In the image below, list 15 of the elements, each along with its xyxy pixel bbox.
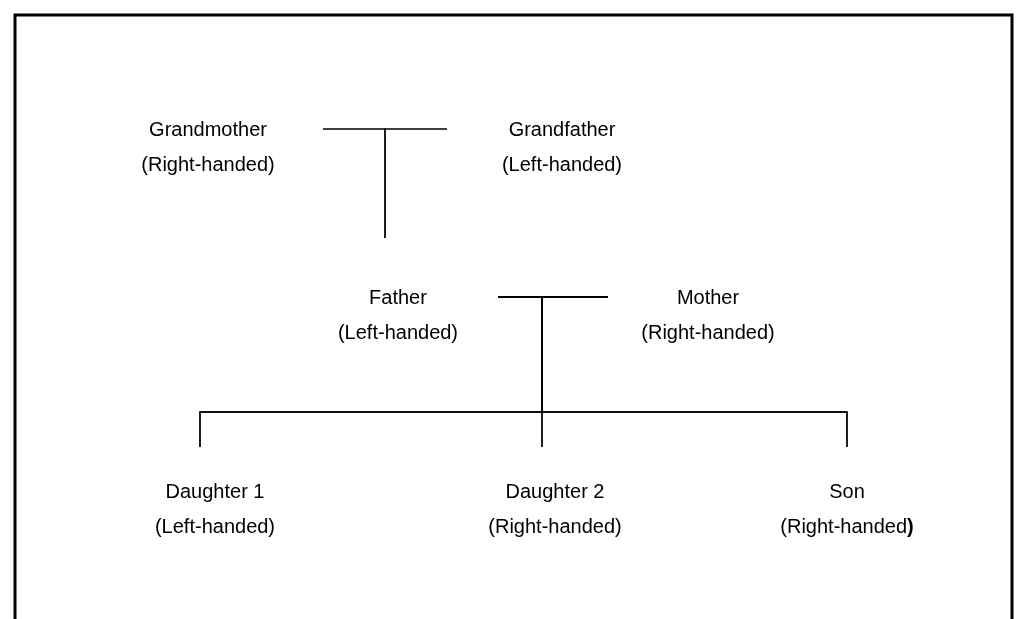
handedness-label: (Left-handed)	[336, 320, 460, 345]
person-name: Grandmother	[148, 117, 268, 142]
person-name: Daughter 1	[164, 479, 266, 504]
person-name: Son	[828, 479, 866, 504]
person-name: Grandfather	[507, 117, 617, 142]
person-name: Father	[368, 285, 428, 310]
person-name: Mother	[675, 285, 741, 310]
handedness-label: (Right-handed)	[140, 152, 276, 177]
handedness-label: (Left-handed)	[500, 152, 624, 177]
family-tree-line	[384, 128, 448, 239]
person-name: Daughter 2	[504, 479, 606, 504]
handedness-label: (Right-handed)	[640, 320, 776, 345]
handedness-label: (Right-handed)	[487, 514, 623, 539]
handedness-label: (Right-handed)	[779, 514, 915, 539]
handedness-label: (Left-handed)	[153, 514, 277, 539]
